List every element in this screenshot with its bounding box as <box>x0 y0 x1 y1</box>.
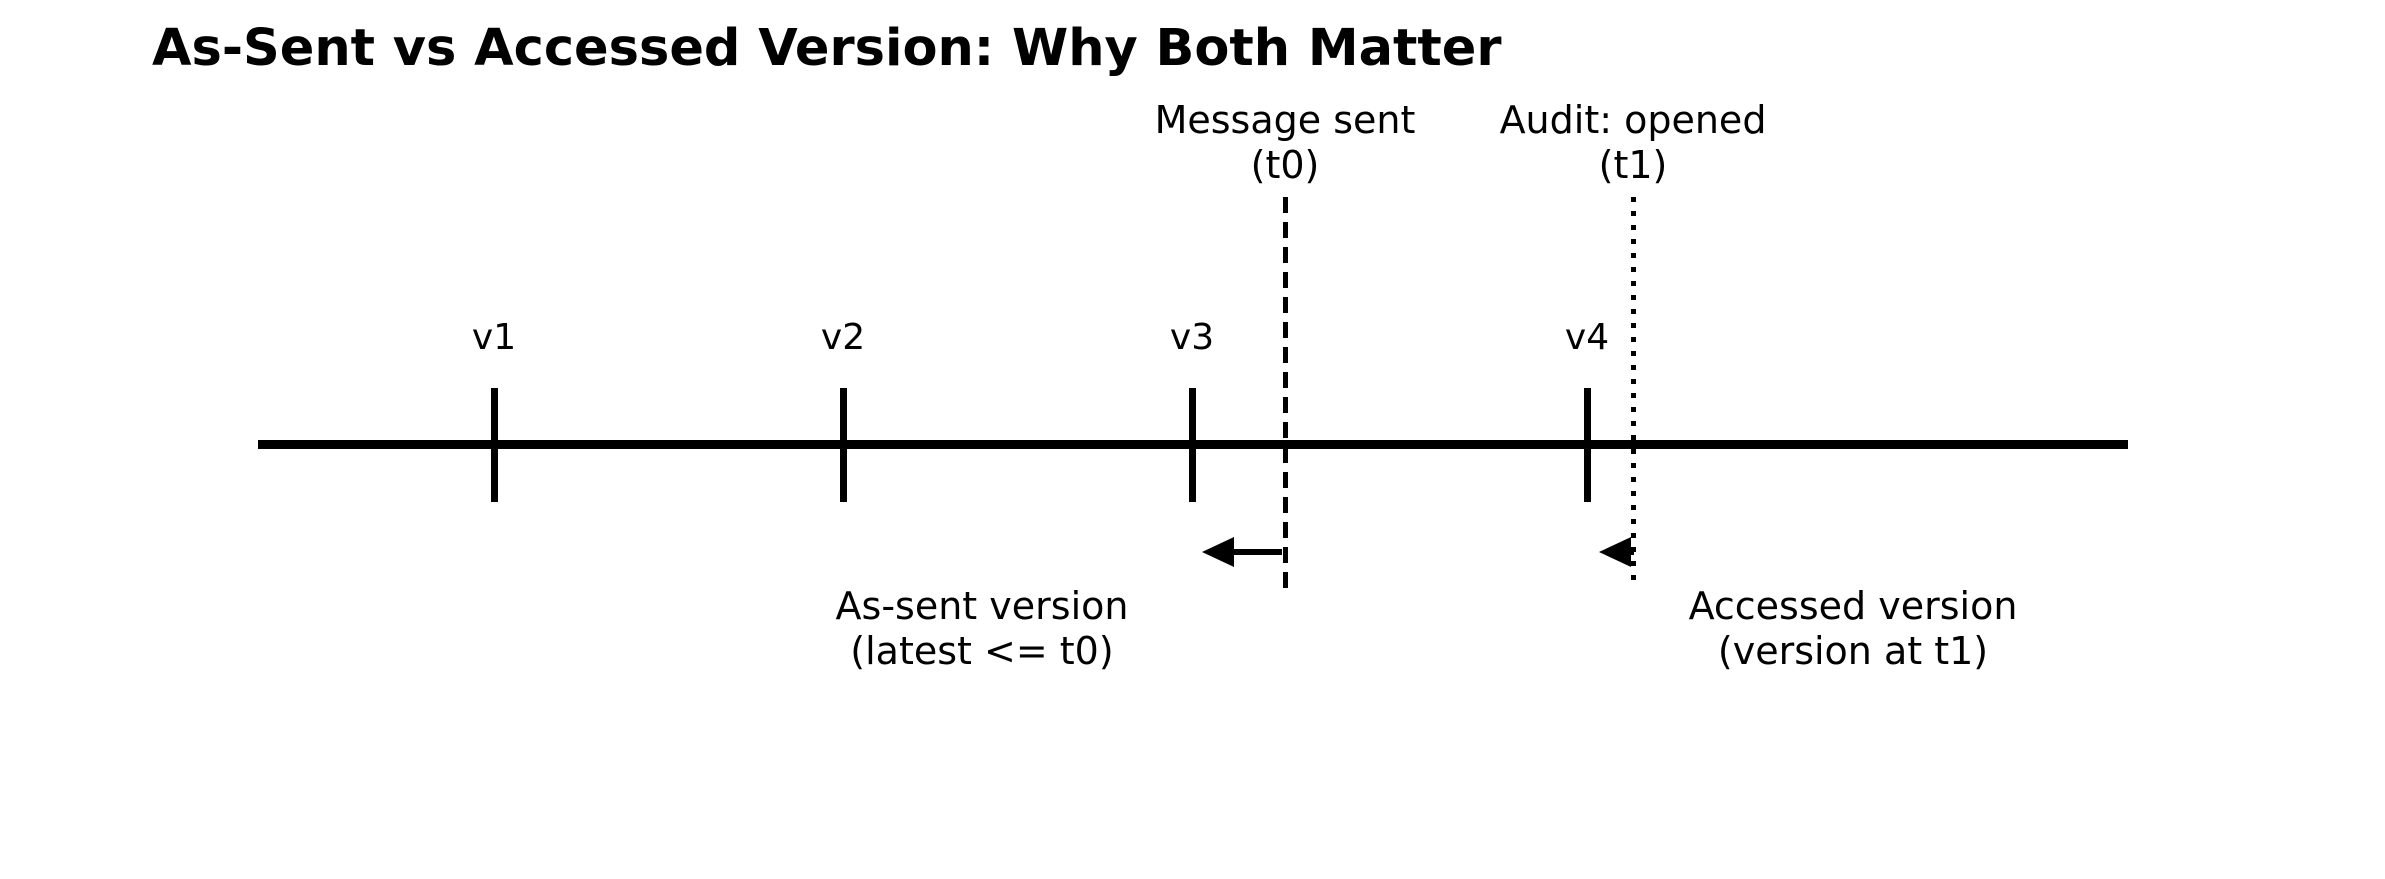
audit-opened-dotted-line <box>1631 197 1636 589</box>
annotation-as-sent-line1: As-sent version <box>835 584 1129 628</box>
version-tick-v2 <box>840 388 847 502</box>
annotation-accessed-line1: Accessed version <box>1688 584 2018 628</box>
event-label-message-sent-line2: (t0) <box>1250 143 1320 187</box>
message-sent-dashed-line <box>1283 197 1288 589</box>
version-tick-v4 <box>1584 388 1591 502</box>
version-label-v4: v4 <box>1564 317 1610 358</box>
event-label-audit-opened: Audit: opened (t1) <box>1413 98 1853 188</box>
version-tick-v3 <box>1189 388 1196 502</box>
version-tick-v1 <box>491 388 498 502</box>
accessed-arrowhead-icon <box>1599 537 1631 567</box>
event-label-message-sent-line1: Message sent <box>1154 98 1416 142</box>
annotation-as-sent-line2: (latest <= t0) <box>850 629 1114 673</box>
annotation-accessed-version: Accessed version (version at t1) <box>1603 584 2103 674</box>
annotation-accessed-line2: (version at t1) <box>1717 629 1989 673</box>
version-label-v3: v3 <box>1169 317 1215 358</box>
annotation-as-sent-version: As-sent version (latest <= t0) <box>732 584 1232 674</box>
event-label-audit-opened-line1: Audit: opened <box>1499 98 1767 142</box>
event-label-audit-opened-line2: (t1) <box>1598 143 1668 187</box>
event-label-message-sent: Message sent (t0) <box>1065 98 1505 188</box>
version-label-v1: v1 <box>471 317 517 358</box>
as-sent-arrow-shaft <box>1232 549 1282 555</box>
version-label-v2: v2 <box>820 317 866 358</box>
figure-title: As-Sent vs Accessed Version: Why Both Ma… <box>152 19 1502 78</box>
as-sent-arrowhead-icon <box>1202 537 1234 567</box>
